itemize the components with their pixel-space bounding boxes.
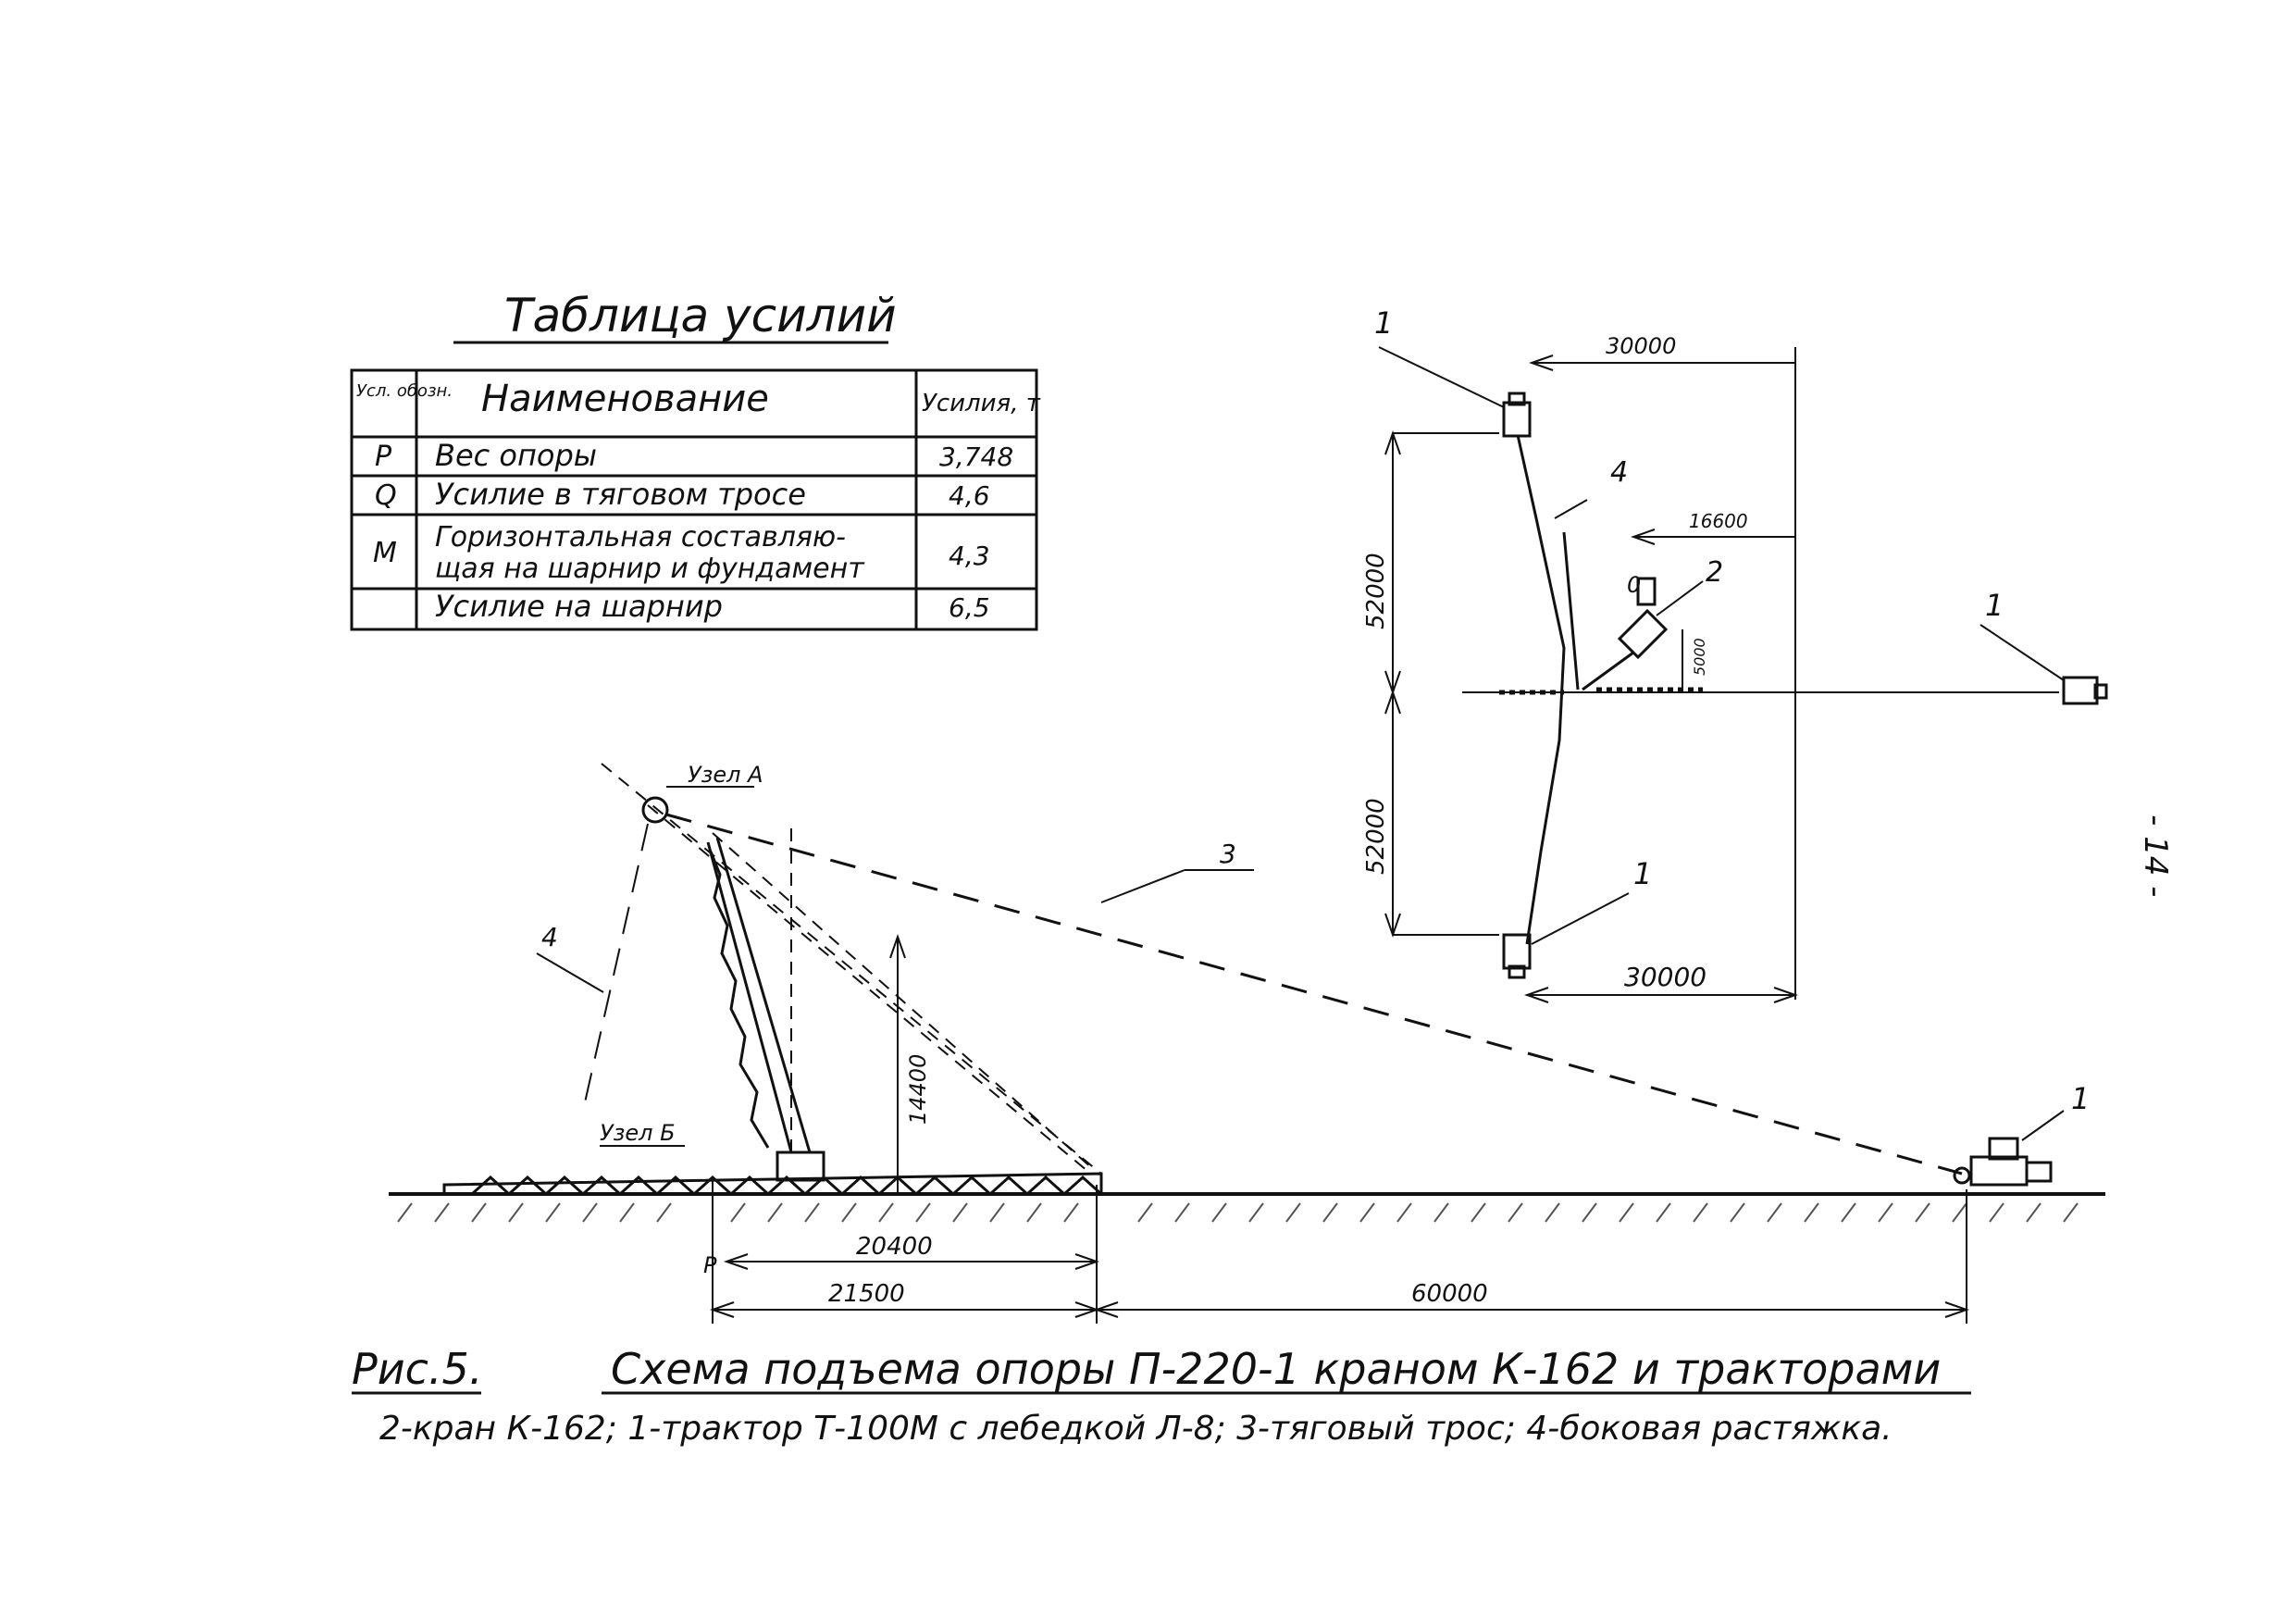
plan-callout-0-label: 0 — [1627, 572, 1641, 598]
plan-callout-1-bottom-leader — [1531, 892, 1630, 945]
callout-4-label: 4 — [541, 922, 558, 952]
plan-view: 30000 16600 30000 52000 52000 4 1 1 — [1362, 305, 2108, 1003]
plan-callout-1-right-label: 1 — [1985, 588, 2004, 623]
row-symbol: Q — [375, 479, 397, 512]
row-symbol: P — [375, 441, 392, 473]
tower-lying — [442, 1172, 1103, 1197]
node-b-label: Узел Б — [600, 1120, 676, 1146]
header-symbol: Усл. обозн. — [356, 381, 453, 401]
tractor-icon — [1502, 392, 1532, 438]
side-view: Узел А Узел Б 3 4 1 — [389, 762, 2105, 1324]
tower-raised-position — [601, 763, 1102, 1175]
callout-1-label: 1 — [2071, 1081, 2090, 1116]
page-number: - 14 - — [2137, 815, 2174, 897]
node-a-marker — [641, 796, 669, 824]
callout-3-leader — [1100, 869, 1185, 903]
table-title: Таблица усилий — [504, 289, 897, 342]
plan-dim-52000-bottom-label: 52000 — [1362, 798, 1390, 875]
figure-legend: 2-кран К-162; 1-трактор Т-100М с лебедко… — [379, 1410, 1893, 1448]
plan-callout-1-top-label: 1 — [1374, 305, 1393, 341]
row-value: 4,6 — [949, 480, 990, 511]
plan-dim-top-label: 30000 — [1606, 333, 1676, 359]
table-border — [350, 368, 1038, 631]
header-force: Усилия, т — [922, 390, 1041, 417]
plan-callout-4-leader — [1554, 499, 1588, 519]
callout-3-label: 3 — [1220, 839, 1236, 869]
plan-callout-1-right-leader — [1980, 624, 2065, 681]
row-name-line2: щая на шарнир и фундамент — [435, 553, 865, 585]
figure-number: Рис.5. — [352, 1344, 482, 1394]
row-symbol: M — [373, 537, 397, 569]
row-name: Усилие на шарнир — [435, 589, 723, 624]
plan-callout-1-top-leader — [1378, 346, 1505, 408]
plan-dim-bottom-label: 30000 — [1624, 962, 1706, 992]
row-name: Усилие в тяговом тросе — [435, 477, 806, 512]
ground-hatching — [397, 1202, 2079, 1223]
tractor-icon — [1502, 933, 1532, 979]
row-name-line1: Горизонтальная составляю- — [435, 521, 846, 554]
plan-callout-2-leader — [1656, 580, 1704, 616]
crane-boom — [706, 837, 812, 1153]
plan-callout-4-label: 4 — [1610, 456, 1628, 489]
crane-plan-icon — [1582, 577, 1669, 691]
plan-dim-small-label: 5000 — [1691, 638, 1708, 676]
plan-callout-2-label: 2 — [1706, 556, 1723, 589]
header-name: Наименование — [481, 378, 769, 420]
figure-title: Схема подъема опоры П-220-1 краном К-162… — [611, 1344, 1941, 1394]
dim-21500-label: 21500 — [828, 1280, 905, 1308]
row-name: Вес опоры — [435, 438, 597, 473]
tractor-icon — [2062, 676, 2108, 705]
caption: Рис.5. Схема подъема опоры П-220-1 крано… — [352, 1344, 1971, 1448]
callout-1-leader — [2021, 1110, 2065, 1141]
node-a-label: Узел А — [688, 762, 763, 788]
crane-cab — [776, 1151, 825, 1182]
plan-dim-16600-label: 16600 — [1689, 510, 1748, 532]
plan-callout-1-bottom-label: 1 — [1633, 856, 1652, 891]
row-value: 3,748 — [939, 442, 1013, 472]
side-stay-4 — [582, 823, 649, 1112]
plan-side-stay — [1516, 434, 1566, 945]
label-p: P — [703, 1252, 717, 1278]
dim-20400-label: 20400 — [856, 1233, 933, 1261]
tractor-icon — [1953, 1137, 2053, 1187]
row-value: 6,5 — [949, 592, 990, 623]
dim-60000-label: 60000 — [1411, 1280, 1488, 1308]
rope-3-dashed — [665, 813, 1963, 1175]
dim-height-label: 14400 — [905, 1054, 931, 1125]
row-value: 4,3 — [949, 541, 990, 571]
plan-dim-52000-top-label: 52000 — [1362, 553, 1390, 629]
callout-4-leader — [536, 952, 604, 993]
forces-table: Таблица усилий Усл. обозн. Наименование … — [350, 289, 1041, 631]
plan-stay-line — [1562, 531, 1580, 690]
